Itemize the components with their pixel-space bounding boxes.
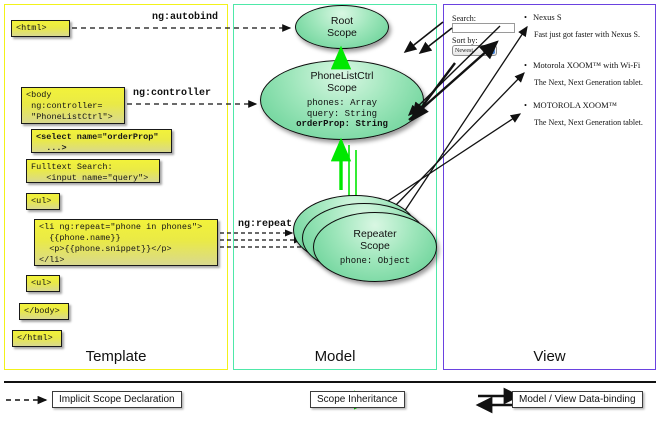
template-box-ul-close: <ul> (26, 275, 60, 292)
connector-label-ng-controller: ng:controller (133, 88, 212, 99)
column-view: View (443, 4, 656, 370)
view-search-input[interactable] (452, 23, 515, 33)
view-phone-name: •Motorola XOOM™ with Wi-Fi (524, 60, 641, 70)
view-phone-name: •Nexus S (524, 12, 562, 22)
view-phone-snippet: The Next, Next Generation tablet. (534, 118, 643, 127)
template-box-html-open: <html> (11, 20, 70, 37)
template-box-fulltext-search: Fulltext Search: <input name="query"> (26, 159, 160, 183)
view-search-label: Search: (452, 14, 476, 23)
column-model: Model (233, 4, 437, 370)
template-box-html-close: </html> (12, 330, 62, 347)
legend-item-scope-inheritance: Scope Inheritance (310, 391, 405, 408)
bullet-icon: • (524, 60, 527, 70)
column-view-label: View (533, 348, 566, 365)
view-sort-label: Sort by: (452, 36, 478, 45)
bullet-icon: • (524, 12, 527, 22)
template-box-body-controller: <body ng:controller= "PhoneListCtrl"> (21, 87, 125, 124)
legend-item-model-view-data-binding: Model / View Data-binding (512, 391, 643, 408)
column-template-label: Template (85, 348, 147, 365)
view-sort-select[interactable]: Newest ◆ (452, 45, 497, 56)
view-phone-name: •MOTOROLA XOOM™ (524, 100, 617, 110)
view-sort-selected-value: Newest (455, 47, 473, 54)
bullet-icon: • (524, 100, 527, 110)
view-phone-snippet: The Next, Next Generation tablet. (534, 78, 643, 87)
template-box-li-ng-repeat: <li ng:repeat="phone in phones"> {{phone… (34, 219, 218, 266)
template-box-select-orderprop: <select name="orderProp" ...> (31, 129, 172, 153)
template-box-body-close: </body> (19, 303, 69, 320)
chevron-down-icon: ◆ (486, 47, 495, 54)
repeater-scope-props: phone: Object (339, 255, 411, 266)
connector-label-ng-autobind: ng:autobind (152, 12, 219, 23)
column-model-label: Model (314, 348, 356, 365)
view-phone-snippet: Fast just got faster with Nexus S. (534, 30, 640, 39)
connector-label-ng-repeat: ng:repeat (238, 219, 293, 230)
phonelistctrl-scope-props: phones: Array query: String orderProp: S… (296, 97, 388, 130)
template-box-ul-open: <ul> (26, 193, 60, 210)
legend-divider (4, 381, 656, 383)
legend-item-implicit-scope-declaration: Implicit Scope Declaration (52, 391, 182, 408)
